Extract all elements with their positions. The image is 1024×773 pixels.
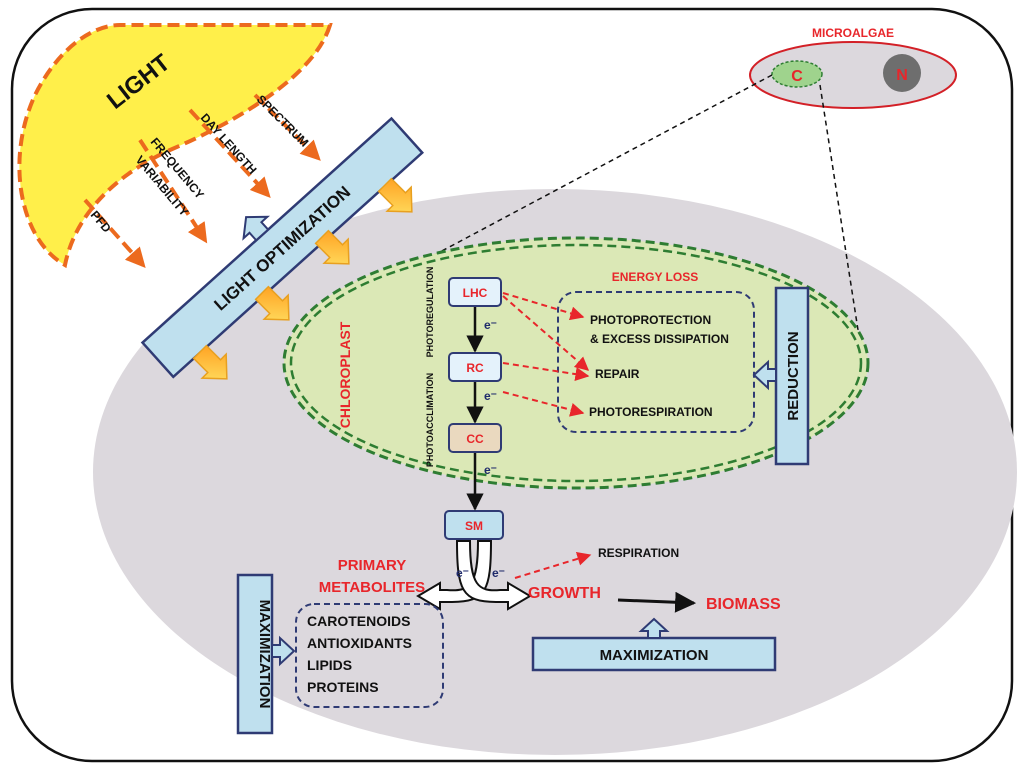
sm-label: SM: [465, 519, 483, 533]
sm-box: SM: [444, 510, 504, 540]
growth-to-biomass-arrow: [617, 591, 697, 613]
biomass-label: BIOMASS: [706, 596, 781, 613]
energy-loss-arrows: [502, 292, 590, 417]
rc-box: RC: [448, 352, 502, 382]
inset-nucleus: [883, 54, 921, 92]
lhc-label: LHC: [463, 286, 488, 300]
energy-loss-photorespiration: PHOTORESPIRATION: [589, 405, 713, 419]
metabolite-proteins: PROTEINS: [307, 679, 379, 695]
energy-loss-photoprotection: PHOTOPROTECTION: [590, 313, 711, 327]
yellow-light-arrows: [192, 177, 413, 380]
electron-3: e⁻: [484, 463, 497, 477]
electron-left: e⁻: [456, 566, 469, 580]
microalgae-label: MICROALGAE: [812, 26, 894, 40]
metabolite-carotenoids: CAROTENOIDS: [307, 613, 410, 629]
sun-crescent: [17, 23, 333, 269]
energy-loss-title: ENERGY LOSS: [612, 270, 698, 284]
metabolites-box: [295, 603, 444, 708]
respiration-label: RESPIRATION: [598, 546, 679, 560]
inset-chloroplast: [771, 60, 823, 88]
light-factor-arrows: [83, 93, 321, 268]
respiration-arrow: [514, 552, 592, 579]
energy-loss-excess-dissipation: & EXCESS DISSIPATION: [590, 332, 729, 346]
energy-loss-box: [557, 291, 755, 433]
maximization-left-bar: [236, 573, 296, 735]
metabolite-antioxidants: ANTIOXIDANTS: [307, 635, 412, 651]
energy-loss-repair: REPAIR: [595, 367, 640, 381]
photoacclimation-label: PHOTOACCLIMATION: [425, 373, 435, 467]
light-optimization-bar: [140, 116, 425, 379]
photoregulation-label: PHOTOREGULATION: [425, 267, 435, 358]
electron-1: e⁻: [484, 318, 497, 332]
electron-2: e⁻: [484, 389, 497, 403]
maximization-bottom-label: MAXIMIZATION: [600, 647, 709, 664]
zoom-lines: [424, 74, 859, 331]
electron-right: e⁻: [492, 566, 505, 580]
inset-nucleus-letter: N: [896, 67, 908, 84]
reduction-label: REDUCTION: [785, 331, 802, 420]
reduction-bar: [752, 286, 810, 466]
primary-metabolites-line1: PRIMARY: [338, 557, 407, 574]
lhc-box: LHC: [448, 277, 502, 307]
cc-label: CC: [466, 432, 484, 446]
growth-label: GROWTH: [528, 585, 601, 602]
rc-label: RC: [466, 361, 484, 375]
primary-metabolites-line2: METABOLITES: [319, 579, 425, 596]
split-arrows: [416, 540, 532, 611]
chloroplast-label: CHLOROPLAST: [337, 321, 353, 428]
metabolite-lipids: LIPIDS: [307, 657, 352, 673]
cc-box: CC: [448, 423, 502, 453]
inset-chloroplast-letter: C: [791, 68, 803, 85]
maximization-left-label: MAXIMIZATION: [256, 600, 273, 709]
maximization-bottom-bar: [531, 617, 777, 672]
